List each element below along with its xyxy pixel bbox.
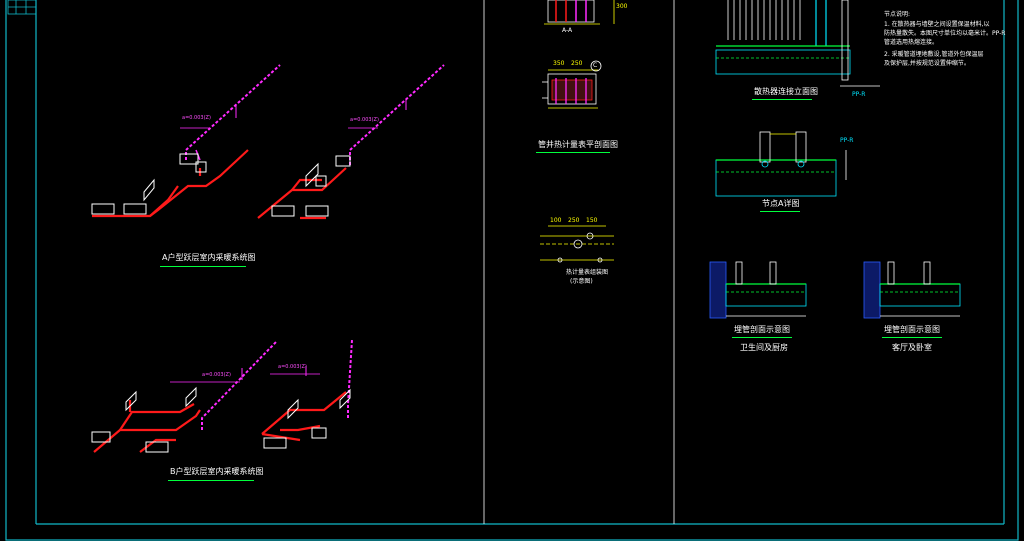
notes-line-2: 防热量散失。本图尺寸单位均以毫米计。PP-R	[884, 30, 1006, 37]
meter-sub: (示意图)	[570, 278, 593, 285]
radiator-install-underline	[752, 99, 812, 100]
node-a-underline	[760, 211, 800, 212]
living-section-underline	[882, 337, 942, 338]
a-system-title-underline	[160, 266, 246, 267]
radiator-install-elevation	[715, 0, 880, 87]
radiator-pipe-tag: PP-R	[852, 91, 866, 98]
b-right-slope-tag: a=0.003(Z)	[278, 364, 307, 370]
pipe-well-marker: C	[593, 62, 598, 69]
a-system-right-riser	[348, 64, 445, 165]
meter-dim-4: 150	[586, 217, 598, 224]
pipe-well-title-underline	[536, 152, 610, 153]
b-system-right-return	[261, 391, 347, 442]
meter-dim-1: 100	[550, 217, 562, 224]
a-system-right-return	[257, 167, 347, 220]
b-system-left-return	[93, 400, 201, 453]
b-system-left-riser	[170, 341, 277, 430]
bath-section-underline	[732, 337, 792, 338]
node-a-pipe-tag: PP-R	[840, 137, 854, 144]
notes-line-5: 及保护层,并按规范设置伸缩节。	[884, 60, 970, 67]
radiator-install-title: 散热器连接立面图	[754, 87, 818, 96]
notes-line-3: 管道选用热熔连接。	[884, 39, 939, 46]
b-left-slope-tag: a=0.003(Z)	[202, 372, 231, 378]
b-system-right-radiators	[263, 388, 351, 449]
notes-heading: 节点说明:	[884, 11, 911, 18]
drawing-frame	[5, 0, 1019, 541]
pipe-well-plan	[542, 60, 602, 109]
a-system-right-radiators	[271, 155, 351, 217]
a-left-slope-tag: a=0.003(Z)	[182, 115, 211, 121]
meter-dim-3: 250	[568, 217, 580, 224]
heat-meter-assembly	[540, 225, 614, 263]
a-system-left-radiators	[91, 153, 207, 215]
bath-section	[709, 261, 807, 319]
node-a-title: 节点A详图	[762, 199, 800, 208]
pipe-well-dim-1: 350	[553, 60, 565, 67]
b-system-title-underline	[168, 480, 254, 481]
b-system-right-riser	[270, 339, 353, 418]
notes-line-4: 2. 采暖管道埋地敷设,管道外包保温层	[884, 51, 984, 58]
a-system-title: A户型跃层室内采暖系统图	[162, 253, 256, 262]
title-stamp-box	[7, 0, 37, 15]
living-section-title: 埋管剖面示意图	[884, 325, 940, 334]
a-right-slope-tag: a=0.003(Z)	[350, 117, 379, 123]
section-a-detail	[544, 0, 615, 25]
living-section-sub: 客厅及卧室	[892, 343, 932, 352]
node-a-detail	[715, 131, 847, 197]
pipe-well-dim-2: 250	[571, 60, 583, 67]
pipe-well-title: 管井热计量表平剖面图	[538, 140, 618, 149]
bath-section-title: 埋管剖面示意图	[734, 325, 790, 334]
bath-section-sub: 卫生间及厨房	[740, 343, 788, 352]
b-system-title: B户型跃层室内采暖系统图	[170, 467, 264, 476]
living-section	[863, 261, 961, 319]
section-a-dim: 300	[616, 3, 628, 10]
section-a-label: A-A	[562, 27, 573, 34]
notes-line-1: 1. 在散热器与墙壁之间设置保温材料,以	[884, 21, 990, 28]
meter-caption: 热计量表组装图	[566, 269, 609, 276]
a-system-left-return	[92, 149, 249, 218]
a-system-left-riser	[180, 64, 281, 161]
b-system-left-radiators	[91, 386, 197, 453]
